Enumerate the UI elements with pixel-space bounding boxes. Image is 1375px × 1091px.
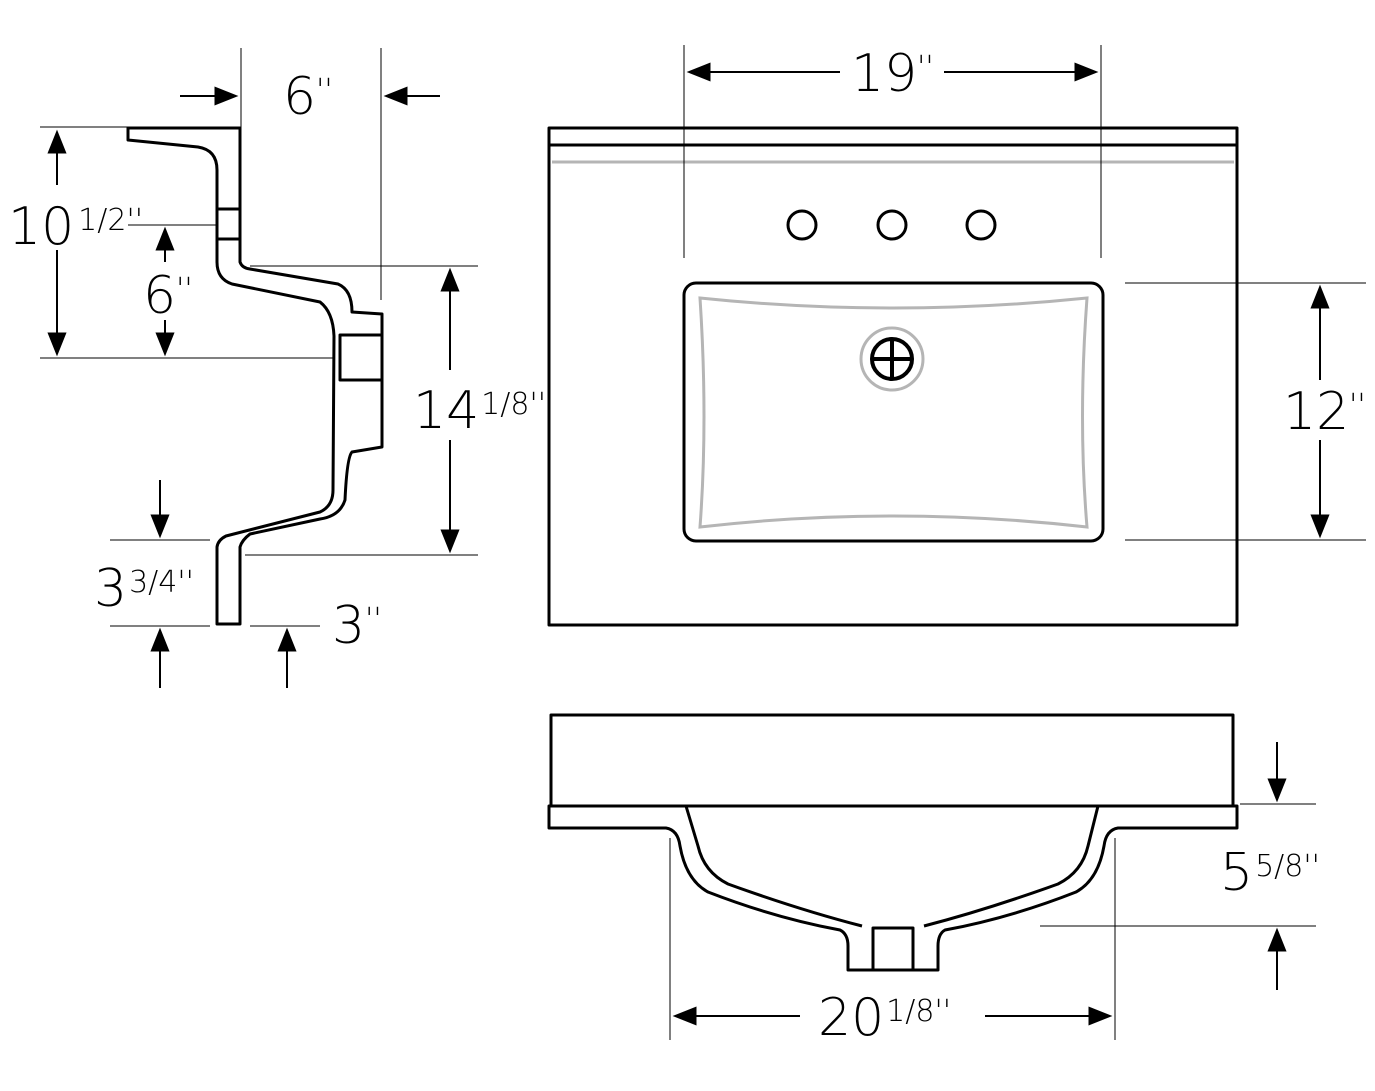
faucet-hole-left	[786, 209, 818, 241]
basin-inner-outline	[698, 296, 1089, 529]
front-profile	[547, 713, 1239, 972]
front-view: 55/8'' 201/8''	[547, 713, 1320, 1048]
top-view: 19'' 12''	[547, 44, 1366, 627]
faucet-hole-center	[876, 209, 908, 241]
front-drain-outlet	[871, 926, 915, 972]
basin-outline	[682, 281, 1105, 543]
dim-faucet-to-bowl: 6''	[143, 266, 193, 326]
dim-bowl-length: 12''	[1283, 382, 1366, 442]
dim-bowl-outer-width: 201/8''	[818, 988, 951, 1048]
dim-bowl-drop: 55/8''	[1220, 843, 1320, 903]
dim-top-depth: 6''	[283, 67, 333, 127]
faucet-holes	[786, 209, 997, 241]
faucet-hole-right	[965, 209, 997, 241]
dim-bowl-width: 19''	[851, 44, 934, 104]
side-profile	[126, 126, 384, 626]
faucet-hole-slot	[215, 207, 242, 241]
dim-bowl-depth: 141/8''	[413, 381, 546, 441]
dim-apron-height: 33/4''	[94, 559, 194, 619]
side-drain-outlet	[338, 333, 384, 382]
drain-cross-icon	[859, 326, 925, 392]
dim-apron-offset: 3''	[332, 596, 382, 656]
